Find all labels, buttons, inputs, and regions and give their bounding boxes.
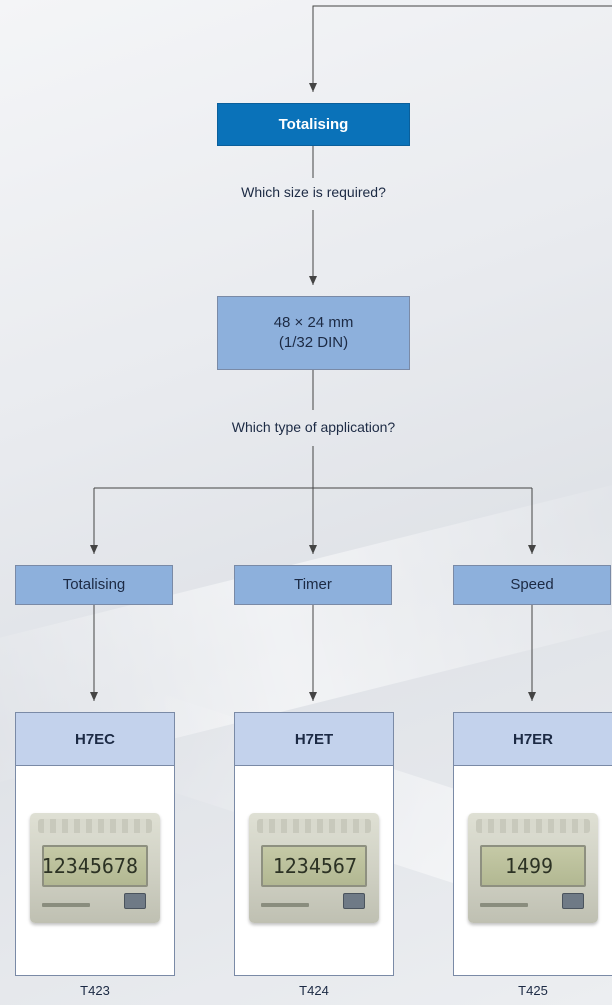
product-card-h7er: H7ER 1499 xyxy=(453,712,612,976)
device-top-ridge xyxy=(257,819,371,833)
device-label-strip xyxy=(480,903,528,907)
root-box-totalising: Totalising xyxy=(217,103,410,146)
device-label-strip xyxy=(42,903,90,907)
counter-device-image: 1499 xyxy=(468,813,598,923)
device-label-strip xyxy=(261,903,309,907)
category-label: Timer xyxy=(294,576,332,593)
battery-cover xyxy=(562,893,584,909)
battery-cover xyxy=(343,893,365,909)
question-size: Which size is required? xyxy=(241,184,386,200)
product-card-h7et: H7ET 1234567 xyxy=(234,712,394,976)
counter-device-image: 12345678 xyxy=(30,813,160,923)
size-din: (1/32 DIN) xyxy=(278,334,349,351)
battery-cover xyxy=(124,893,146,909)
category-label: Totalising xyxy=(62,576,126,593)
size-dimension: 48 × 24 mm xyxy=(273,314,354,331)
catalogue-code: T423 xyxy=(80,983,110,998)
product-card-h7ec: H7EC 12345678 xyxy=(15,712,175,976)
size-box: 48 × 24 mm (1/32 DIN) xyxy=(217,296,410,370)
device-top-ridge xyxy=(476,819,590,833)
catalogue-code: T424 xyxy=(299,983,329,998)
product-model: H7ER xyxy=(454,713,612,766)
lcd-display: 1234567 xyxy=(261,845,367,887)
category-box-totalising: Totalising xyxy=(15,565,173,605)
question-application: Which type of application? xyxy=(231,419,396,435)
counter-device-image: 1234567 xyxy=(249,813,379,923)
category-label: Speed xyxy=(510,576,554,593)
product-model: H7ET xyxy=(235,713,393,766)
device-top-ridge xyxy=(38,819,152,833)
connector-incoming xyxy=(309,5,612,92)
category-box-timer: Timer xyxy=(234,565,392,605)
catalogue-code: T425 xyxy=(518,983,548,998)
root-label: Totalising xyxy=(278,115,349,133)
product-model: H7EC xyxy=(16,713,174,766)
lcd-display: 12345678 xyxy=(42,845,148,887)
category-box-speed: Speed xyxy=(453,565,611,605)
lcd-display: 1499 xyxy=(480,845,586,887)
